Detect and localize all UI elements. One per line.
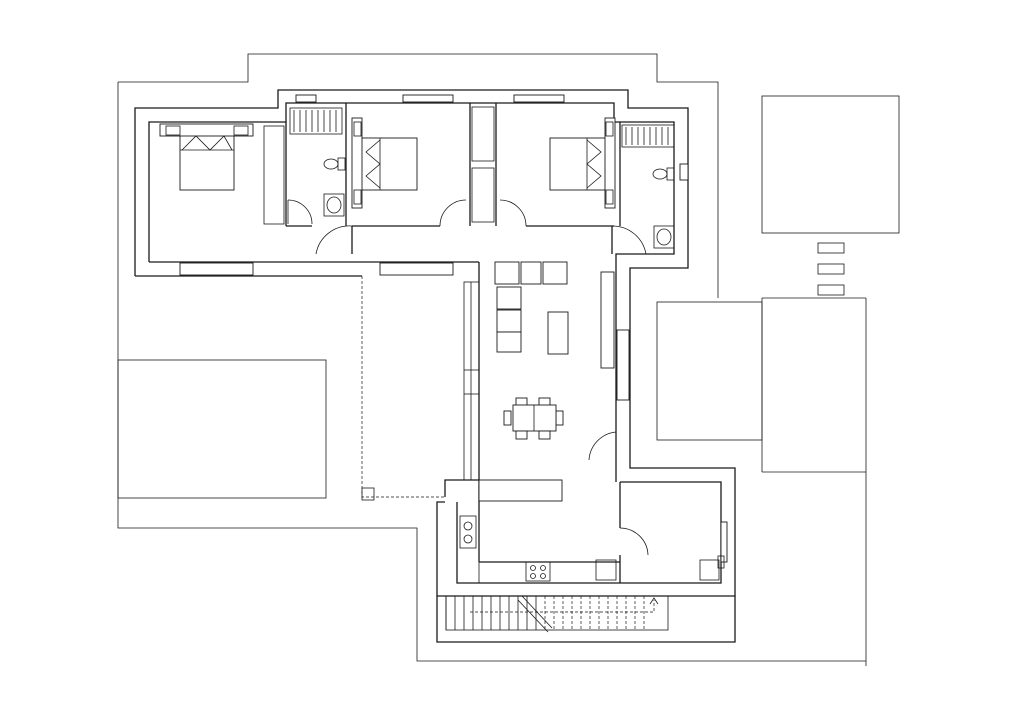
tv-unit: [600, 271, 615, 369]
outbuilding-top-right: [761, 95, 900, 234]
doors: [287, 199, 649, 556]
stair-direction-arrow-icon: [649, 597, 659, 605]
bathroom-1: [289, 107, 346, 217]
toilet-icon: [323, 158, 339, 170]
basin-icon: [656, 228, 672, 246]
staircase: [436, 595, 736, 643]
toilet-icon: [652, 168, 668, 180]
kitchen-counter: [459, 515, 617, 583]
sofa: [494, 261, 568, 353]
utility-appliances: [699, 555, 725, 581]
bed-bedroom-3: [549, 117, 616, 209]
hob-burner-icon: [530, 573, 536, 579]
stepping-stones: [817, 242, 845, 296]
hob-burner-icon: [540, 573, 546, 579]
terrace-left: [117, 359, 327, 499]
bathroom-2: [621, 124, 675, 249]
windows: [179, 94, 728, 563]
bed-bedroom-2: [351, 117, 418, 209]
coffee-table: [547, 311, 569, 355]
basin-icon: [326, 196, 342, 214]
sink-icon: [463, 534, 473, 544]
garage: [361, 276, 480, 501]
kitchen-island: [478, 479, 563, 502]
dining-table: [503, 397, 564, 440]
terrace-right: [656, 301, 763, 441]
sink-icon: [463, 521, 473, 531]
hob-burner-icon: [540, 565, 546, 571]
bed-bedroom-1: [159, 123, 254, 191]
wardrobes: [263, 106, 495, 225]
interior-walls: [285, 103, 621, 254]
hob-burner-icon: [530, 565, 536, 571]
